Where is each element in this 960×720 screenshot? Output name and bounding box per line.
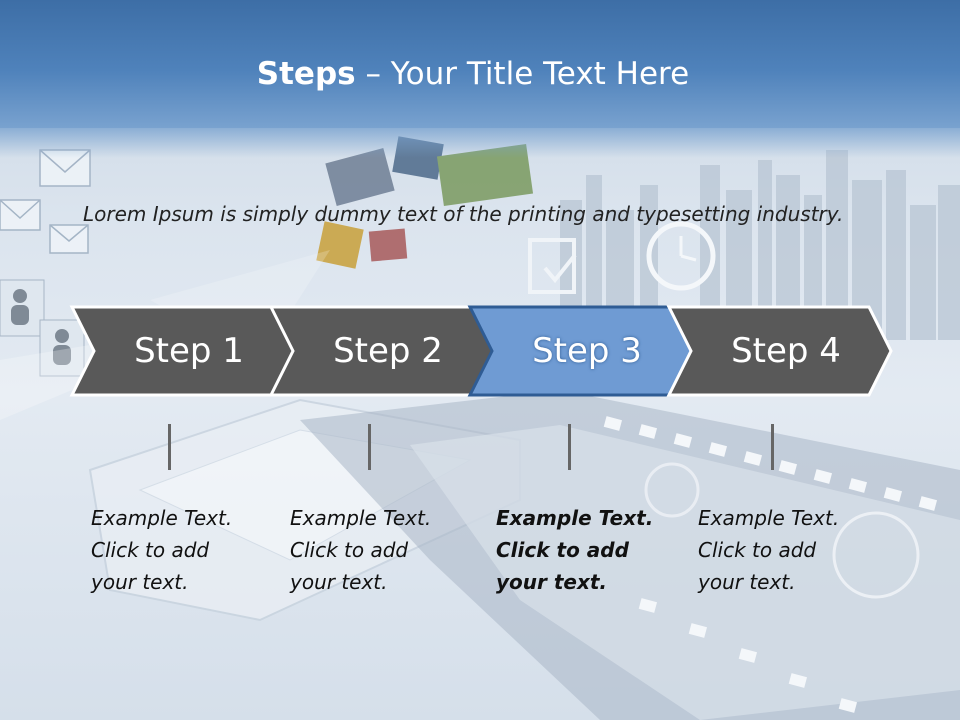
step-4-connector [771, 424, 774, 470]
step-4-line-2: Click to add [698, 538, 817, 562]
step-1-line-3: your text. [91, 570, 189, 594]
step-1-text[interactable]: Example Text. Click to add your text. [91, 502, 271, 598]
step-4-line-1: Example Text. [698, 506, 840, 530]
title-rest: – Your Title Text Here [355, 56, 690, 92]
step-3-label: Step 3 [532, 331, 642, 371]
step-4-line-3: your text. [698, 570, 796, 594]
step-2-text[interactable]: Example Text. Click to add your text. [290, 502, 470, 598]
step-2-connector [368, 424, 371, 470]
step-3-line-1: Example Text. [496, 506, 654, 530]
step-4-chevron[interactable] [666, 305, 893, 397]
step-4-text[interactable]: Example Text. Click to add your text. [698, 502, 878, 598]
step-3-line-2: Click to add [496, 538, 629, 562]
step-2-line-1: Example Text. [290, 506, 432, 530]
step-2-line-2: Click to add [290, 538, 409, 562]
slide-title[interactable]: Steps – Your Title Text Here [0, 52, 946, 96]
step-2-label: Step 2 [333, 331, 443, 371]
step-3-line-3: your text. [496, 570, 608, 594]
step-3-text[interactable]: Example Text. Click to add your text. [496, 502, 676, 598]
step-1-connector [168, 424, 171, 470]
lead-text[interactable]: Lorem Ipsum is simply dummy text of the … [83, 202, 844, 226]
step-1-line-2: Click to add [91, 538, 210, 562]
step-2-line-3: your text. [290, 570, 388, 594]
step-3-connector [568, 424, 571, 470]
step-1-label: Step 1 [134, 331, 244, 371]
title-bold: Steps [256, 56, 356, 92]
step-4-label: Step 4 [731, 331, 841, 371]
title-band [0, 0, 960, 158]
step-1-line-1: Example Text. [91, 506, 233, 530]
